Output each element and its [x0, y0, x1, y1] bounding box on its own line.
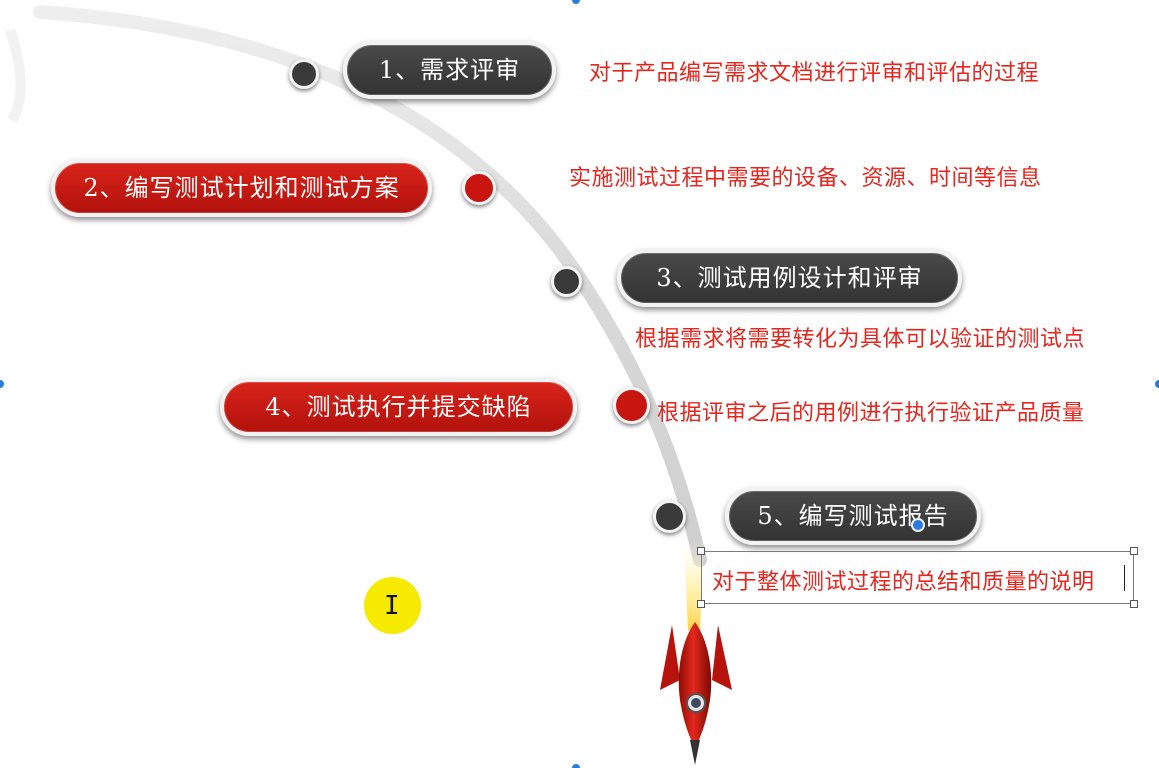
- timeline-node-1: [289, 59, 319, 89]
- step-5-description[interactable]: 对于整体测试过程的总结和质量的说明: [712, 570, 1095, 595]
- step-1-label: 1、需求评审: [378, 56, 521, 84]
- step-4-label: 4、测试执行并提交缺陷: [265, 393, 532, 421]
- slide-handle-bottom[interactable]: [572, 764, 580, 768]
- step-5-pill[interactable]: 5、编写测试报告: [725, 487, 981, 545]
- step-1-pill[interactable]: 1、需求评审: [343, 41, 556, 99]
- step-2-pill[interactable]: 2、编写测试计划和测试方案: [51, 159, 432, 217]
- step-2-description[interactable]: 实施测试过程中需要的设备、资源、时间等信息: [569, 166, 1042, 191]
- text-box-editing[interactable]: 对于整体测试过程的总结和质量的说明: [701, 551, 1134, 604]
- slide-handle-left[interactable]: [0, 380, 4, 388]
- step-2-label: 2、编写测试计划和测试方案: [83, 174, 400, 202]
- step-4-description[interactable]: 根据评审之后的用例进行执行验证产品质量: [657, 401, 1085, 426]
- text-cursor-icon: I: [384, 591, 400, 621]
- resize-handle-bottom-right[interactable]: [1130, 600, 1138, 608]
- slide-handle-top[interactable]: [572, 0, 580, 4]
- rocket-icon: [660, 622, 732, 765]
- resize-handle-top-left[interactable]: [697, 547, 705, 555]
- timeline-node-2: [462, 171, 496, 205]
- timeline-node-5: [653, 500, 686, 533]
- text-caret: [1124, 565, 1125, 591]
- resize-handle-top-right[interactable]: [1130, 547, 1138, 555]
- slide-handle-right[interactable]: [1155, 380, 1159, 388]
- step-4-pill[interactable]: 4、测试执行并提交缺陷: [220, 378, 577, 436]
- step-3-pill[interactable]: 3、测试用例设计和评审: [617, 249, 962, 307]
- timeline-node-3: [551, 266, 582, 297]
- rotate-handle[interactable]: [911, 518, 925, 532]
- timeline-node-4: [613, 387, 650, 424]
- step-3-description[interactable]: 根据需求将需要转化为具体可以验证的测试点: [635, 327, 1086, 352]
- step-1-description[interactable]: 对于产品编写需求文档进行评审和评估的过程: [589, 61, 1040, 86]
- cursor-highlight: [364, 577, 421, 634]
- step-3-label: 3、测试用例设计和评审: [656, 264, 923, 292]
- resize-handle-bottom-left[interactable]: [697, 600, 705, 608]
